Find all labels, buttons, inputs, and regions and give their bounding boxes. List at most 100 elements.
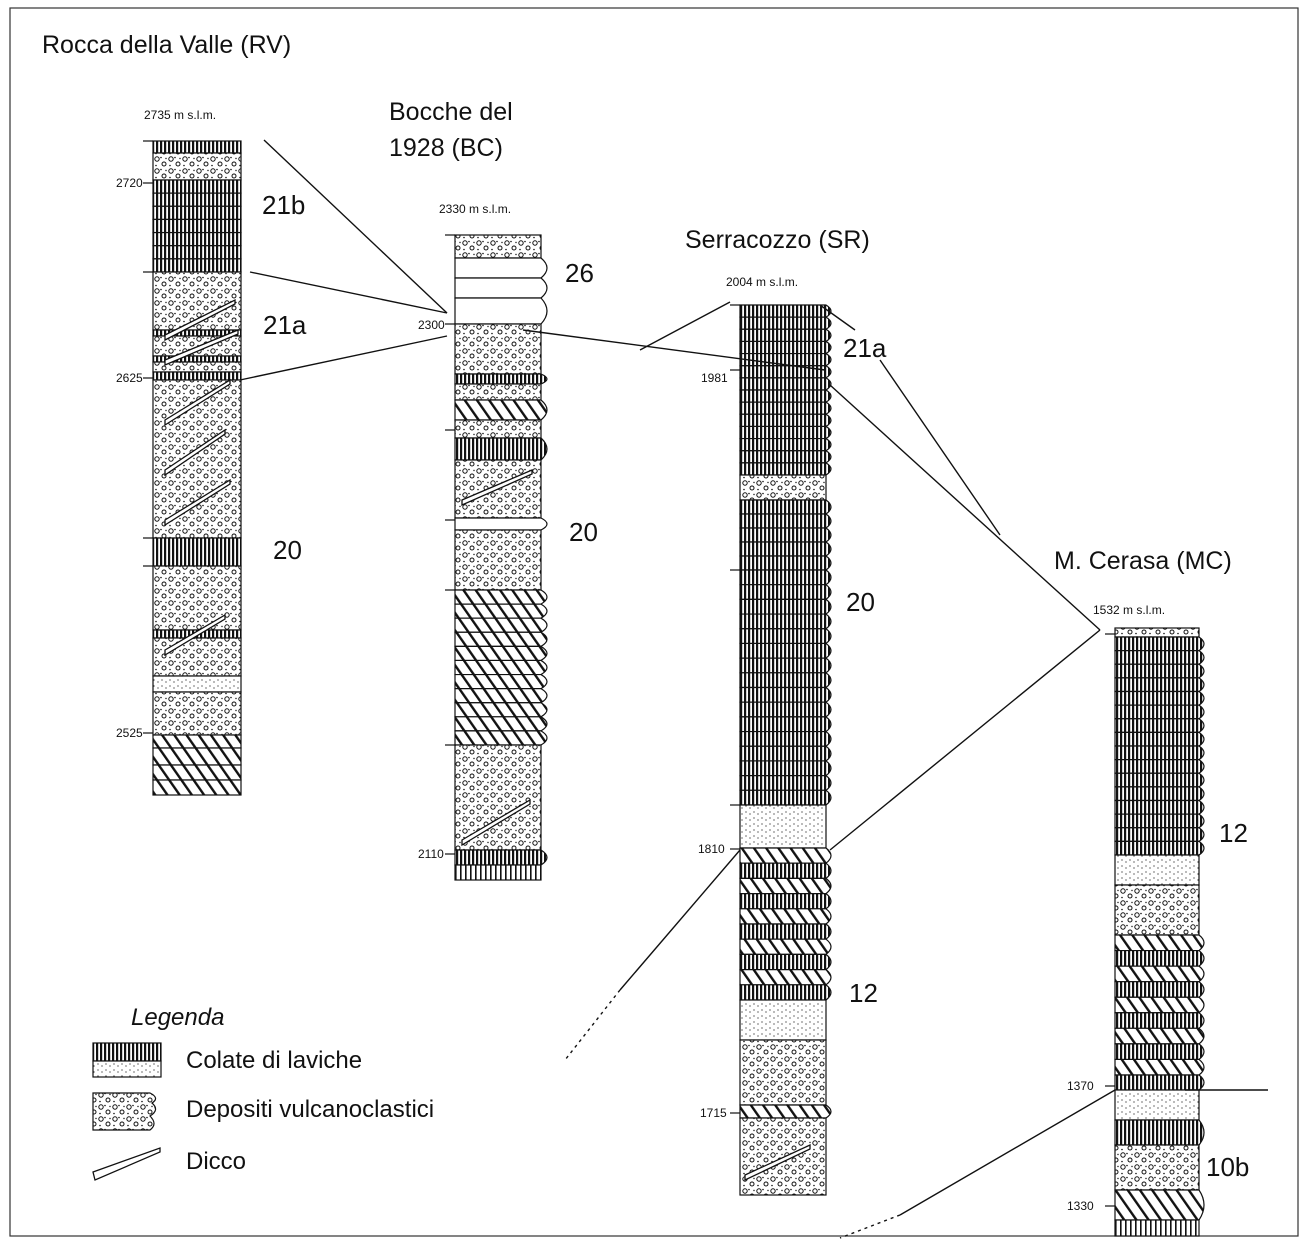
volcaniclastic-bed [739, 804, 827, 849]
lava-flow-bed [454, 631, 548, 647]
lava-flow-bed [152, 747, 242, 766]
lava-flow-bed [1114, 786, 1205, 802]
correlation-line [899, 1089, 1116, 1216]
dike [164, 428, 226, 477]
lava-flow-bed [152, 245, 242, 260]
correlation-line [249, 271, 448, 314]
volcaniclastic-bed [1114, 854, 1200, 886]
lava-flow-bed [739, 450, 832, 464]
lava-flow-bed [739, 401, 832, 415]
top-elevation-bc: 2330 m s.l.m. [439, 202, 512, 216]
tick-label: 1370 [1067, 1079, 1094, 1093]
dike [164, 478, 231, 527]
tick-label: 1810 [698, 842, 725, 856]
correlation-line [239, 335, 448, 381]
volcaniclastic-bed [1114, 627, 1200, 638]
volcaniclastic-bed [152, 565, 242, 631]
top-elevation-mc: 1532 m s.l.m. [1093, 603, 1166, 617]
unit-label: 21b [262, 190, 306, 220]
lava-flow-bed [739, 775, 832, 791]
lava-flow-bed [739, 908, 832, 925]
lava-flow-bed [739, 789, 832, 806]
lava-flow-bed [454, 673, 548, 690]
lava-flow-bed [152, 734, 242, 749]
lava-flow-bed [454, 603, 548, 619]
dike [164, 613, 226, 657]
dike [744, 1143, 811, 1182]
lava-flow-bed [454, 849, 548, 866]
section-title-bc-line1: Bocche del [389, 98, 513, 126]
lava-flow-bed [454, 645, 548, 662]
lava-flow-bed [739, 413, 832, 428]
correlation-line [829, 384, 1101, 631]
unit-label: 20 [273, 535, 302, 565]
substrate-bed [1114, 1219, 1200, 1237]
lava-flow-bed [739, 877, 832, 895]
volcaniclastic-bed [152, 152, 242, 181]
volcaniclastic-bed [1114, 1089, 1200, 1121]
lava-flow-bed [1114, 636, 1205, 652]
correlation-line [522, 329, 826, 371]
tick-label: 1981 [701, 371, 728, 385]
lava-flow-bed [739, 555, 832, 571]
unit-label: 12 [1219, 818, 1248, 848]
volcaniclastic-bed [454, 744, 542, 851]
lava-flow-bed [739, 893, 832, 910]
lava-flow-bed [1114, 1074, 1205, 1091]
tick-label: 2720 [116, 176, 143, 190]
volcaniclastic-bed [454, 529, 542, 591]
lava-flow-bed [739, 613, 832, 630]
volcaniclastic-bed [739, 1117, 827, 1196]
unit-label: 20 [569, 517, 598, 547]
tick-label: 1715 [700, 1106, 727, 1120]
section-title-sr: Serracozzo (SR) [685, 226, 870, 254]
lava-flow-bed [1114, 1043, 1205, 1061]
tick-label: 1330 [1067, 1199, 1094, 1213]
legend-label-lava: Colate di laviche [186, 1047, 363, 1074]
column-bc [445, 234, 548, 881]
lava-flow-bed [1114, 949, 1205, 967]
lava-flow-bed [739, 938, 832, 955]
volcaniclastic-bed [739, 1039, 827, 1106]
lava-flow-bed [739, 760, 832, 777]
lava-flow-bed [152, 231, 242, 247]
lava-flow-bed [454, 373, 548, 385]
column-sr [730, 304, 832, 1196]
volcaniclastic-bed [1114, 884, 1200, 936]
lava-flow-bed [454, 716, 548, 732]
correlation-line [819, 304, 856, 331]
dike [461, 798, 531, 847]
volcaniclastic-bed [739, 999, 827, 1041]
lava-flow-bed [152, 537, 242, 567]
lava-flow-bed [739, 389, 832, 403]
lava-flow-bed [739, 657, 832, 674]
lava-flow-bed [1114, 745, 1205, 761]
lava-flow-bed [739, 513, 832, 529]
lava-flow-bed [1114, 813, 1205, 829]
lava-flow-swatch [92, 1042, 162, 1062]
lava-flow-bed [1114, 799, 1205, 815]
lava-flow-bed [1114, 1189, 1205, 1221]
lava-flow-bed [1114, 1027, 1205, 1045]
lava-flow-bed [152, 218, 242, 234]
legend-title: Legenda [131, 1004, 225, 1031]
tick-label: 2525 [116, 726, 143, 740]
correlation-line [829, 629, 1101, 851]
lava-flow-bed [739, 527, 832, 543]
tick-label: 2110 [418, 847, 444, 861]
lava-flow-bed [152, 179, 242, 194]
lava-flow-bed [1114, 981, 1205, 998]
lava-flow-bed [152, 371, 242, 381]
lava-flow-bed [454, 277, 548, 299]
lava-flow-bed [454, 702, 548, 718]
dike [164, 298, 236, 342]
volcaniclastic-bed [152, 379, 242, 539]
lava-flow-bed [1114, 690, 1205, 706]
lava-flow-bed [739, 598, 832, 615]
lava-flow-bed [454, 589, 548, 605]
lava-flow-bed [454, 257, 548, 279]
dike-swatch [92, 1147, 161, 1181]
lava-flow-bed [739, 862, 832, 879]
lava-flow-bed [739, 365, 832, 379]
